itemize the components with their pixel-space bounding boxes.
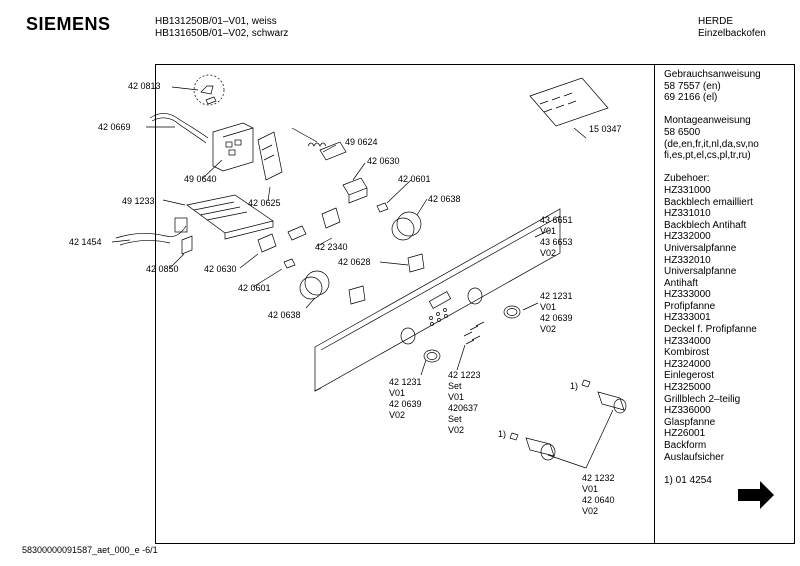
part-label: 42 0628 — [338, 257, 371, 267]
next-page-arrow-icon — [738, 481, 774, 509]
model-line-1: HB131250B/01–V01, weiss — [155, 16, 277, 27]
brand-logo: SIEMENS — [26, 14, 111, 34]
part-label: 15 0347 — [589, 124, 622, 134]
part-label: 42 1223 Set V01 420637 Set V02 — [448, 370, 481, 435]
part-label: 43 6651 V01 43 6653 V02 — [540, 215, 573, 258]
part-label: 42 0601 — [238, 283, 271, 293]
part-label: 49 0640 — [184, 174, 217, 184]
part-label: 42 0813 — [128, 81, 161, 91]
part-label: 42 0638 — [268, 310, 301, 320]
part-label: 42 1454 — [69, 237, 102, 247]
part-label: 42 0638 — [428, 194, 461, 204]
part-label: 42 0850 — [146, 264, 179, 274]
footnote-marker: 1) — [570, 381, 579, 391]
sidebar-frame — [653, 64, 795, 544]
sidebar-text: Gebrauchsanweisung 58 7557 (en) 69 2166 … — [664, 69, 761, 486]
part-label: 49 0624 — [345, 137, 378, 147]
category-1: HERDE — [698, 16, 734, 27]
part-label: 42 1231 V01 42 0639 V02 — [540, 291, 573, 334]
model-line-2: HB131650B/01–V02, schwarz — [155, 28, 289, 39]
part-label: 42 0630 — [367, 156, 400, 166]
part-label: 42 0601 — [398, 174, 431, 184]
part-label: 42 0625 — [248, 198, 281, 208]
part-label: 42 0630 — [204, 264, 237, 274]
category-2: Einzelbackofen — [698, 28, 766, 39]
part-label: 42 0669 — [98, 122, 131, 132]
part-label: 42 1231 V01 42 0639 V02 — [389, 377, 422, 420]
part-label: 49 1233 — [122, 196, 155, 206]
part-label: 42 1232 V01 42 0640 V02 — [582, 473, 615, 516]
diagram-frame — [155, 64, 655, 544]
part-label: 42 2340 — [315, 242, 348, 252]
footnote-marker: 1) — [498, 429, 507, 439]
document-id: 58300000091587_aet_000_e -6/1 — [22, 545, 158, 555]
